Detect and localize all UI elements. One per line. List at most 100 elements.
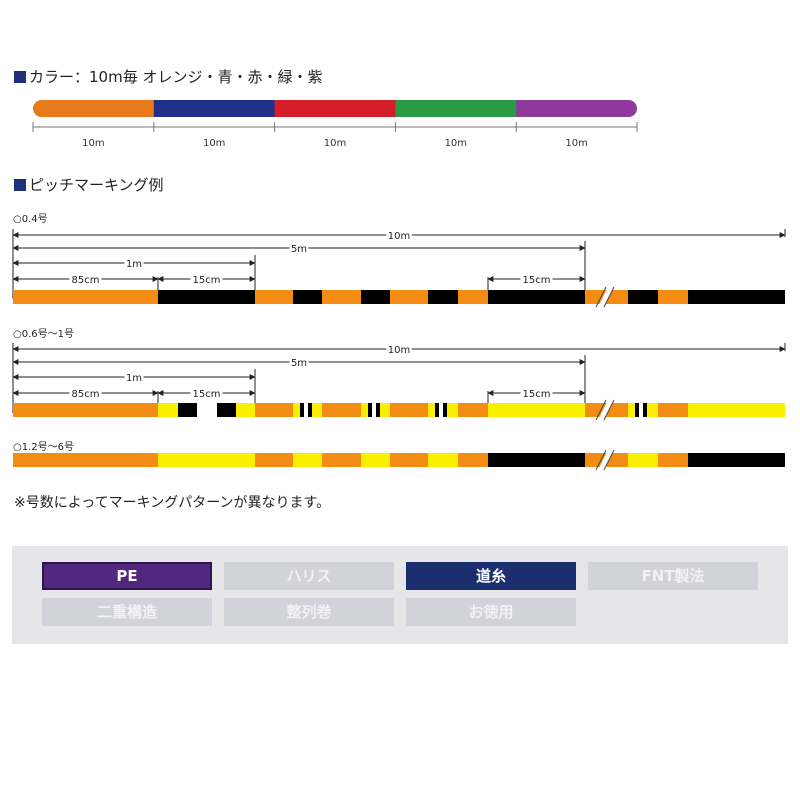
marking-segment [488, 403, 585, 417]
marking-section-title: ピッチマーキング例 [29, 176, 164, 194]
marking-segment [322, 403, 361, 417]
heading-square-icon [14, 179, 26, 191]
marking-segment [255, 453, 293, 467]
marking-segment [158, 290, 255, 304]
dimension-label: 1m [126, 373, 142, 384]
marking-segment [293, 403, 300, 417]
dimension-label-bg [190, 386, 223, 398]
marking-segment [435, 403, 439, 417]
heading-square-icon [14, 71, 26, 83]
marking-segment [197, 403, 217, 417]
marking-segment [361, 403, 368, 417]
diagram-2: 10m 5m 1m 85cm 15cm 15cm [12, 342, 786, 421]
marking-segment [380, 403, 390, 417]
tag-fnt[interactable]: FNT製法 [588, 562, 758, 590]
dimension-label-bg [386, 228, 412, 240]
marking-segment [628, 290, 658, 304]
marking-segment [639, 403, 643, 417]
marking-segment [236, 403, 255, 417]
marking-segment [628, 403, 635, 417]
marking-note: ※号数によってマーキングパターンが異なります。 [14, 495, 331, 511]
dimension-label-bg [124, 256, 144, 268]
tag-michiito[interactable]: 道糸 [406, 562, 576, 590]
diagram-3 [13, 449, 785, 471]
dimension-label: 1m [126, 259, 142, 270]
dimension-label: 5m [291, 358, 307, 369]
diagram-1-label: ○0.4号 [13, 214, 48, 225]
dimension-label: 10m [388, 231, 410, 242]
tag-harisu[interactable]: ハリス [224, 562, 394, 590]
color-segment [153, 100, 276, 117]
color-section-title: カラー：10m毎 オレンジ・青・赤・緑・紫 [29, 68, 323, 86]
tag-double-structure[interactable]: 二重構造 [42, 598, 212, 626]
marking-segment [304, 403, 308, 417]
marking-segment [458, 290, 488, 304]
marking-segment [458, 453, 488, 467]
marking-segment [361, 453, 390, 467]
dimension-label-bg [124, 370, 144, 382]
marking-segment [322, 453, 361, 467]
dimension-label: 15cm [523, 275, 551, 286]
dimension-label: 15cm [523, 389, 551, 400]
marking-segment [308, 403, 312, 417]
diagram-1: 10m 5m 1m 85cm 15cm 15cm [12, 228, 786, 308]
color-section-heading: カラー：10m毎 オレンジ・青・赤・緑・紫 [14, 66, 322, 87]
segment-label: 10m [445, 138, 467, 149]
dimension-label: 15cm [193, 389, 221, 400]
break-line [603, 286, 615, 308]
marking-segment [628, 453, 658, 467]
marking-segment [688, 403, 785, 417]
diagram-2-label: ○0.6号～1号 [13, 329, 74, 340]
color-segment [516, 100, 637, 117]
dimension-label: 85cm [72, 275, 100, 286]
dimension-label-bg [520, 386, 553, 398]
break-line [603, 399, 615, 421]
marking-segment [428, 290, 458, 304]
marking-segment [13, 403, 158, 417]
segment-label: 10m [203, 138, 225, 149]
dimension-label: 15cm [193, 275, 221, 286]
tag-pe[interactable]: PE [42, 562, 212, 590]
marking-segment [158, 403, 178, 417]
marking-segment [658, 290, 688, 304]
marking-segment [376, 403, 380, 417]
marking-segment [372, 403, 376, 417]
dimension-label: 10m [388, 345, 410, 356]
marking-segment [13, 290, 158, 304]
marking-segment [13, 453, 158, 467]
dimension-label-bg [289, 355, 309, 367]
marking-segment [658, 403, 688, 417]
marking-segment [447, 403, 458, 417]
marking-segment [488, 290, 585, 304]
segment-label: 10m [82, 138, 104, 149]
color-bar [33, 100, 637, 117]
break-line [603, 449, 615, 471]
marking-segment [158, 453, 255, 467]
dimension-label-bg [69, 386, 102, 398]
marking-segment [293, 290, 322, 304]
tag-level-wind[interactable]: 整列巻 [224, 598, 394, 626]
dimension-label: 5m [291, 244, 307, 255]
break-gap [598, 287, 614, 307]
marking-segment [428, 453, 458, 467]
marking-segment [390, 403, 428, 417]
tag-value-pack[interactable]: お徳用 [406, 598, 576, 626]
dimension-label: 85cm [72, 389, 100, 400]
marking-segment [368, 403, 372, 417]
color-segment [395, 100, 517, 117]
diagram-3-label: ○1.2号～6号 [13, 442, 74, 453]
marking-segment [255, 290, 293, 304]
marking-segment [293, 453, 322, 467]
break-line [595, 449, 607, 471]
marking-segment [488, 453, 585, 467]
marking-segment [300, 403, 304, 417]
marking-segment [647, 403, 658, 417]
tag-panel: PE ハリス 道糸 FNT製法 二重構造 整列巻 お徳用 [12, 546, 788, 644]
marking-segment [390, 453, 428, 467]
marking-segment [178, 403, 197, 417]
marking-segment [312, 403, 322, 417]
break-line [595, 286, 607, 308]
dimension-label-bg [69, 272, 102, 284]
